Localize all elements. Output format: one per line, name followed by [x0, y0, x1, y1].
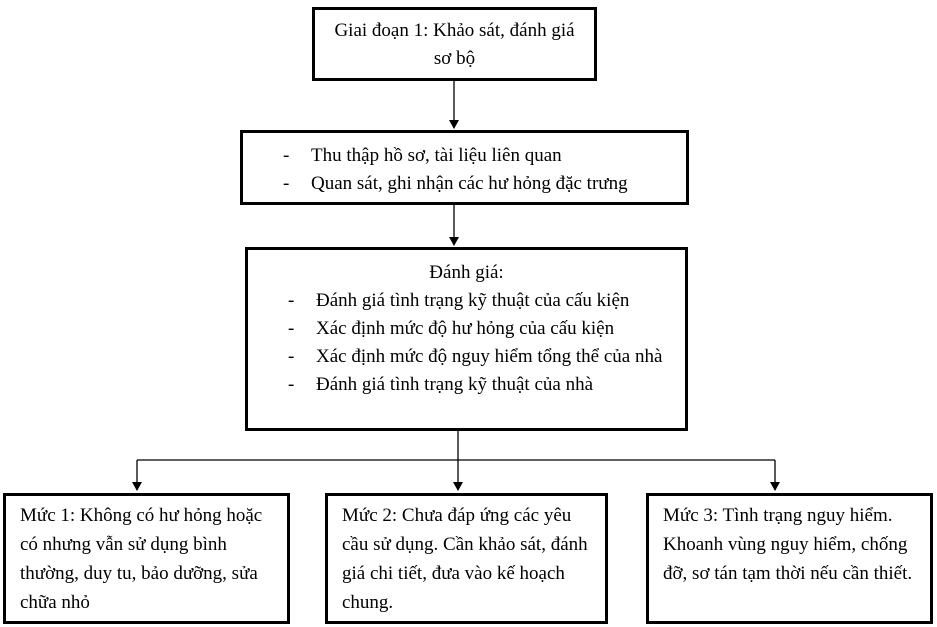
- evaluate-item: Đánh giá tình trạng kỹ thuật của nhà: [248, 371, 685, 399]
- evaluate-item: Xác định mức độ hư hỏng của cấu kiện: [248, 315, 685, 343]
- evaluate-item: Đánh giá tình trạng kỹ thuật của cấu kiệ…: [248, 287, 685, 315]
- level-1-box: Mức 1: Không có hư hỏng hoặc có nhưng vẫ…: [3, 493, 290, 624]
- evaluate-item: Xác định mức độ nguy hiểm tổng thể của n…: [248, 343, 685, 371]
- level-3-text: Mức 3: Tình trạng nguy hiểm. Khoanh vùng…: [663, 505, 913, 584]
- stage1-title: Giai đoạn 1: Khảo sát, đánh giá sơ bộ: [334, 20, 575, 69]
- collect-box: Thu thập hồ sơ, tài liệu liên quan Quan …: [240, 130, 689, 205]
- stage1-box: Giai đoạn 1: Khảo sát, đánh giá sơ bộ: [312, 7, 597, 81]
- level-3-box: Mức 3: Tình trạng nguy hiểm. Khoanh vùng…: [646, 493, 933, 624]
- evaluate-heading: Đánh giá:: [429, 262, 504, 283]
- collect-item: Thu thập hồ sơ, tài liệu liên quan: [243, 142, 686, 170]
- level-2-box: Mức 2: Chưa đáp ứng các yêu cầu sử dụng.…: [325, 493, 608, 624]
- evaluate-list: Đánh giá tình trạng kỹ thuật của cấu kiệ…: [248, 287, 685, 399]
- level-1-text: Mức 1: Không có hư hỏng hoặc có nhưng vẫ…: [20, 505, 263, 613]
- evaluate-box: Đánh giá: Đánh giá tình trạng kỹ thuật c…: [245, 247, 688, 431]
- collect-list: Thu thập hồ sơ, tài liệu liên quan Quan …: [243, 142, 686, 198]
- collect-item: Quan sát, ghi nhận các hư hỏng đặc trưng: [243, 170, 686, 198]
- level-2-text: Mức 2: Chưa đáp ứng các yêu cầu sử dụng.…: [342, 505, 588, 613]
